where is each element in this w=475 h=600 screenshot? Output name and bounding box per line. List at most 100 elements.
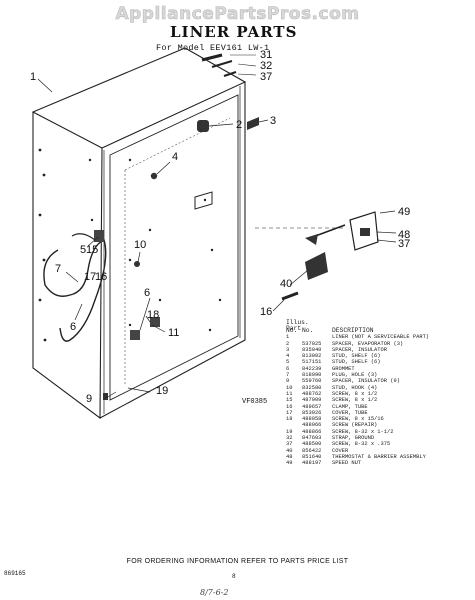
callout-9: 9 xyxy=(86,393,92,405)
clamp-part xyxy=(94,230,104,242)
row-part-no: 488058 xyxy=(302,416,322,423)
callout-48: 48 xyxy=(398,229,410,241)
row-illus-no: 3 xyxy=(286,346,290,353)
evaporator-spacer-part xyxy=(197,120,209,132)
callout-4: 4 xyxy=(172,151,178,163)
row-illus-no: 6 xyxy=(286,365,290,372)
callout-18: 18 xyxy=(147,309,159,321)
row-illus-no: 1 xyxy=(286,334,290,341)
callout-2: 2 xyxy=(236,119,242,131)
row-illus-no: 4 xyxy=(286,353,290,360)
row-illus-no: 19 xyxy=(286,428,293,435)
row-illus-no: 18 xyxy=(286,416,293,423)
callout-7: 7 xyxy=(55,263,61,275)
row-illus-no: 11 xyxy=(286,390,293,397)
row-part-no: 517151 xyxy=(302,359,322,366)
row-description: SPACER, INSULATOR xyxy=(332,346,387,353)
row-part-no: 832580 xyxy=(302,384,322,391)
callout-15-16: 15 xyxy=(86,244,98,256)
header-part-no: No. xyxy=(302,327,314,334)
row-part-no: 559760 xyxy=(302,378,322,385)
parts-list-row: 37 488500 SCREW, 8-32 x .375 xyxy=(286,441,471,447)
row-part-no: 856422 xyxy=(302,447,322,454)
parts-list-row: 3 835040 SPACER, INSULATOR xyxy=(286,347,471,353)
row-description: STRAP, GROUND xyxy=(332,435,375,442)
row-part-no: 488500 xyxy=(302,441,322,448)
callout-17: 17 xyxy=(84,271,96,283)
parts-list-row: 49 488197 SPEED NUT xyxy=(286,460,471,466)
callout-5: 5 xyxy=(80,244,86,256)
row-illus-no: 40 xyxy=(286,447,293,454)
row-illus-no: 37 xyxy=(286,441,293,448)
row-description: GROMMET xyxy=(332,365,355,372)
row-description: SPACER, EVAPORATOR (3) xyxy=(332,340,404,347)
row-part-no: 488197 xyxy=(302,460,322,467)
row-description: SCREW, 8 x 1/2 xyxy=(332,390,378,397)
row-part-no: 488066 xyxy=(302,422,322,429)
document-code: 869165 xyxy=(4,570,26,577)
callout-6b: 6 xyxy=(70,321,76,333)
ordering-info: FOR ORDERING INFORMATION REFER TO PARTS … xyxy=(126,558,349,565)
parts-list-row: 1 LINER (NOT A SERVICEABLE PART) xyxy=(286,334,471,340)
parts-list-row: 9 559760 SPACER, INSULATOR (9) xyxy=(286,378,471,384)
screw-part xyxy=(150,317,160,327)
callout-labels: 1 2 3 4 5 6 7 6 9 10 11 15 16 17 18 19 3… xyxy=(30,49,410,405)
row-description: SCREW (REPAIR) xyxy=(332,422,378,429)
callout-31: 31 xyxy=(260,49,272,61)
callout-16: 16 xyxy=(95,271,107,283)
callout-40: 40 xyxy=(280,278,292,290)
callout-10: 10 xyxy=(134,239,146,251)
row-description: LINER (NOT A SERVICEABLE PART) xyxy=(332,334,430,341)
row-description: SCREW, 8-32 x .375 xyxy=(332,441,391,448)
hook-stud-part xyxy=(134,261,140,267)
liner-holes xyxy=(38,148,222,342)
ground-strap-parts xyxy=(201,53,257,78)
row-illus-no: 10 xyxy=(286,384,293,391)
row-part-no: 813002 xyxy=(302,353,322,360)
callout-49: 49 xyxy=(398,206,410,218)
row-part-no: 537025 xyxy=(302,340,322,347)
row-illus-no: 7 xyxy=(286,372,290,379)
row-part-no: 835040 xyxy=(302,346,322,353)
row-illus-no: 48 xyxy=(286,453,293,460)
row-illus-no: 49 xyxy=(286,460,293,467)
row-description: SPEED NUT xyxy=(332,460,362,467)
parts-list-row: 488066 SCREW (REPAIR) xyxy=(286,422,471,428)
row-illus-no: 9 xyxy=(286,378,290,385)
callout-32: 32 xyxy=(260,60,272,72)
diagram-title: LINER PARTS xyxy=(170,23,298,41)
row-description: SCREW, 8 x 15/16 xyxy=(332,416,384,423)
cover-plate xyxy=(194,191,213,210)
callout-19: 19 xyxy=(156,385,168,397)
callout-11: 11 xyxy=(168,327,179,339)
callout-1: 1 xyxy=(30,71,36,83)
row-illus-no: 17 xyxy=(286,409,293,416)
row-part-no: 842239 xyxy=(302,365,322,372)
header-illus-part: Illus. Part xyxy=(286,319,309,333)
row-description: SPACER, INSULATOR (9) xyxy=(332,378,400,385)
parts-list-header-top: Illus. Part xyxy=(286,319,471,333)
grommet-part xyxy=(130,330,140,340)
callout-3: 3 xyxy=(270,115,276,127)
handwritten-note: 8/7-6-2 xyxy=(200,588,229,597)
row-description: SCREW, 8 x 1/2 xyxy=(332,397,378,404)
page-number: 8 xyxy=(232,573,236,580)
header-no: No. xyxy=(286,327,298,334)
callout-6a: 6 xyxy=(144,287,150,299)
row-illus-no: 15 xyxy=(286,397,293,404)
row-description: THERMOSTAT & BARRIER ASSEMBLY xyxy=(332,453,426,460)
row-part-no: 853026 xyxy=(302,409,322,416)
row-part-no: 847603 xyxy=(302,435,322,442)
row-part-no: 489657 xyxy=(302,403,322,410)
